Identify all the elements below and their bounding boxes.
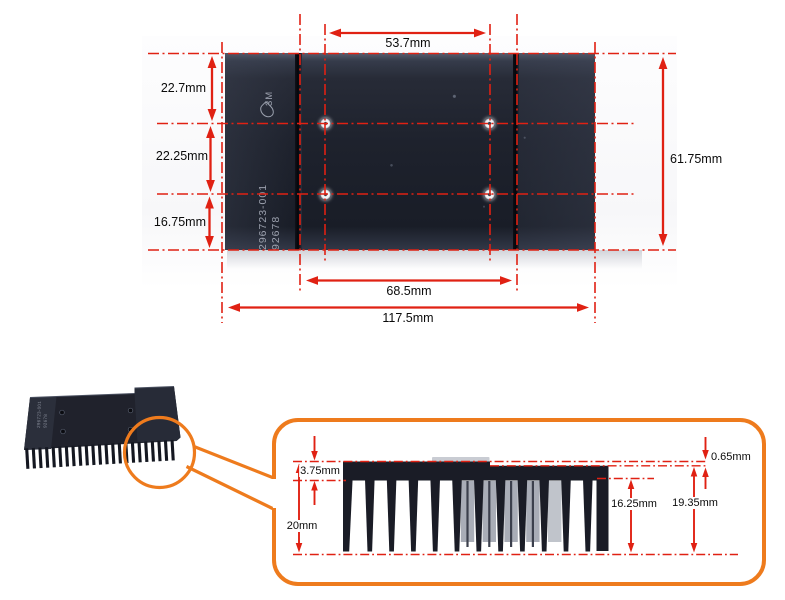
heatsink-side-view-photo [343,457,609,552]
angled-plate-top-edge [29,386,175,398]
plate-right-seam [513,53,519,250]
callout-connector-lines [185,445,274,510]
angled-lot-marking: 92678 [43,414,48,428]
lot-number: 92678 [270,215,282,250]
mounting-hole [484,118,495,129]
dim-label-top-to-hole-row1: 22.7mm [160,81,206,95]
side-view-silhouette [343,461,609,552]
plate-right-section [519,53,595,250]
angled-fins [25,439,175,469]
dim-label-overall-height: 61.75mm [670,152,723,166]
dim-label-step-span-width: 68.5mm [386,284,432,298]
dim-label-hole-row1-to-row2: 22.25mm [155,149,208,163]
fin-gap-back-walls [460,481,562,547]
magnify-circle [122,415,197,490]
mounting-hole [320,118,331,129]
mounting-hole [320,189,331,200]
mounting-hole [484,189,495,200]
dim-label-base-thickness: 3.75mm [299,465,341,477]
angled-part-marking: 296723-001 [36,401,42,428]
dim-label-fin-tip-offset: 0.65mm [711,451,751,463]
dim-label-overall-width: 117.5mm [382,311,434,325]
plate-left-seam [295,53,302,250]
dim-label-hole-row2-to-bottom: 16.75mm [153,215,206,229]
dim-label-fin-length-outer: 19.35mm [671,497,719,509]
part-number: 296723-001 [257,183,269,250]
dim-label-fin-length-inner: 16.25mm [610,498,658,510]
angled-plate-left-cap [24,396,57,450]
dim-label-hole-span-width: 53.7mm [385,36,431,50]
base-far-edge-highlight [432,457,490,462]
angled-plate-right-cap [134,386,181,443]
plate-shadow [227,250,642,269]
heatsink-angled-photo: 296723-001 92678 [24,386,274,510]
callout-connector-gap [270,478,278,508]
plate-left-section [225,53,295,250]
dim-label-detail-height: 20mm [285,520,319,532]
